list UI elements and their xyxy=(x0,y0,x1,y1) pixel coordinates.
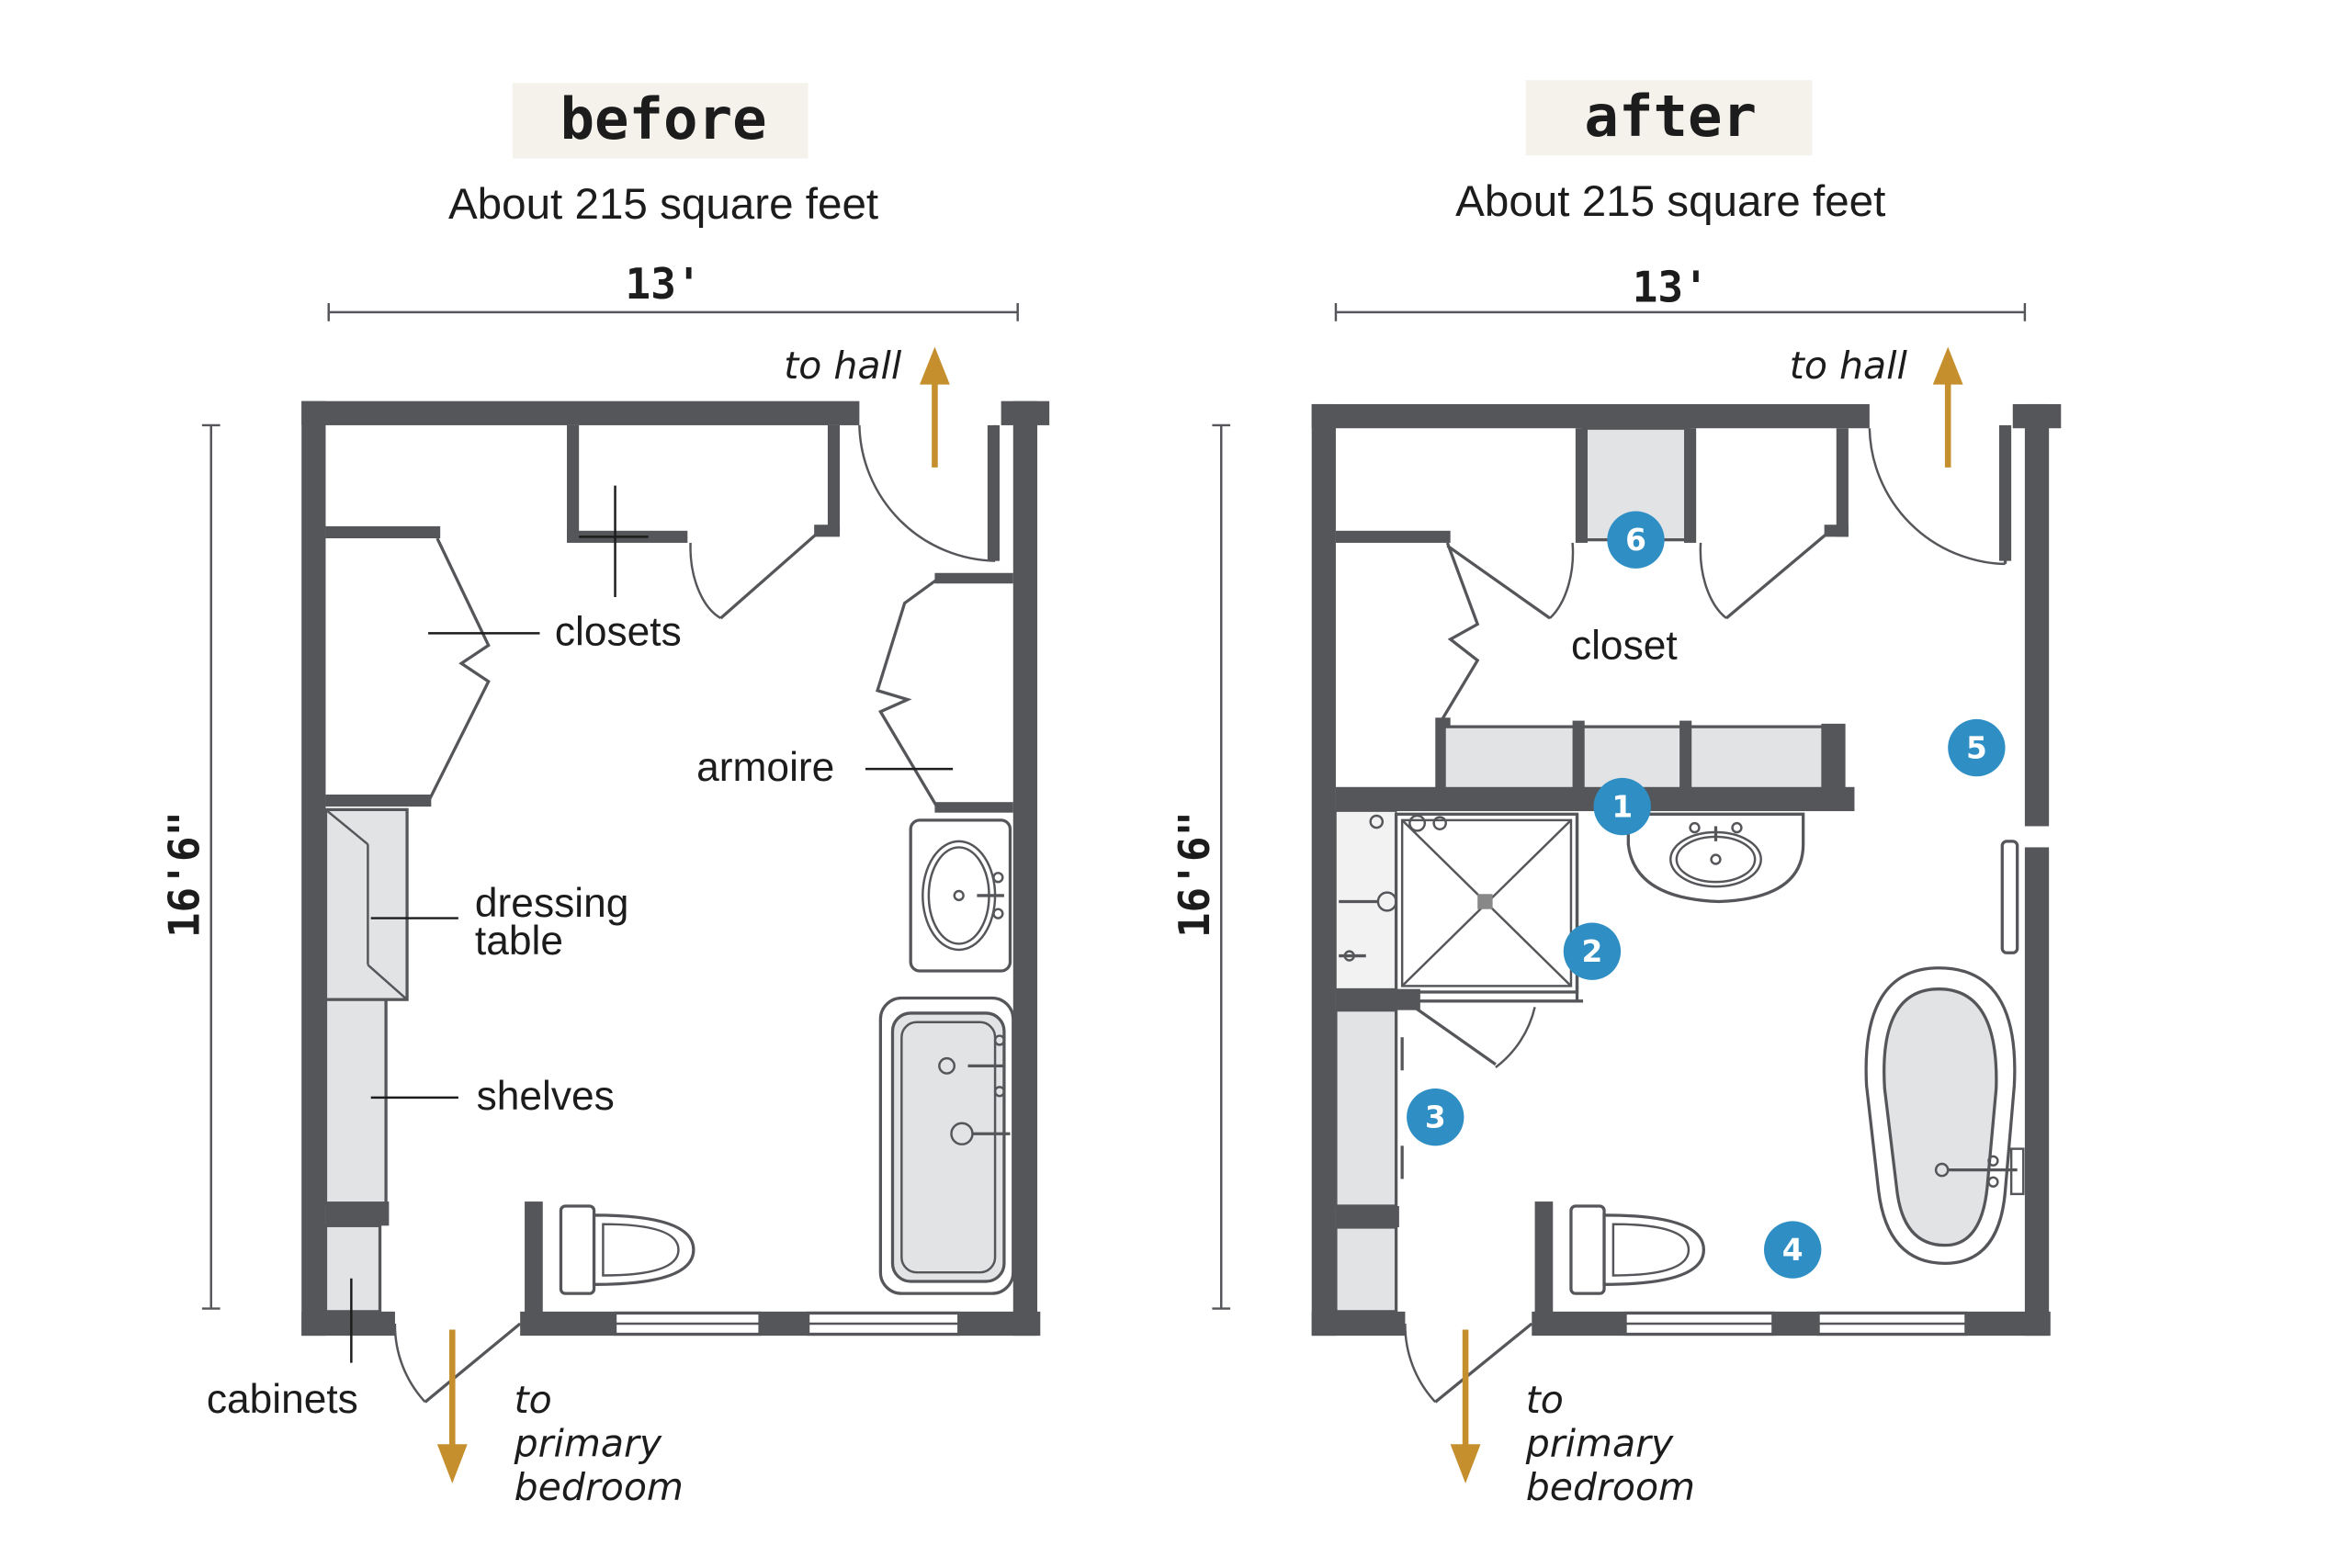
marker-4: 4 xyxy=(1764,1221,1822,1279)
before-cabinets-label: cabinets xyxy=(207,1377,358,1422)
after-closet-shelving xyxy=(1442,725,1826,792)
before-plan: before About 215 square feet 13' 16'6" xyxy=(160,83,1050,1509)
after-sink-icon xyxy=(1626,812,1805,904)
svg-text:5: 5 xyxy=(1966,731,1987,766)
after-to-primary-line-3: bedroom xyxy=(1526,1465,1695,1509)
after-wall-bottom xyxy=(1532,1311,2051,1337)
after-arrow-down-icon xyxy=(1450,1329,1481,1483)
before-to-hall: to hall xyxy=(784,344,902,388)
before-toilet-icon xyxy=(559,1204,695,1295)
after-cabinets xyxy=(1334,1225,1398,1314)
before-to-primary-line-1: to xyxy=(514,1378,552,1422)
before-wall-bottom xyxy=(520,1311,1041,1337)
before-hall-door-swing xyxy=(858,424,996,562)
before-shelves xyxy=(323,998,388,1206)
after-wall-top xyxy=(1311,403,1870,429)
after-plan: after About 215 square feet 13' 16'6" xyxy=(1170,80,2062,1509)
after-height-dimension: 16'6" xyxy=(1170,811,1219,938)
after-bathtub-icon xyxy=(1864,966,2025,1265)
before-width-dimension: 13' xyxy=(626,259,702,309)
before-bathtub-icon xyxy=(878,996,1015,1295)
marker-6: 6 xyxy=(1607,511,1665,569)
before-bedroom-door-swing xyxy=(393,1323,426,1404)
before-arrow-down-icon xyxy=(436,1329,468,1483)
after-to-hall: to hall xyxy=(1790,344,1908,388)
before-wall-left xyxy=(301,400,326,1337)
before-heading: before xyxy=(560,85,766,152)
after-to-primary-line-2: primary xyxy=(1525,1421,1674,1465)
before-to-primary-line-3: bedroom xyxy=(514,1465,684,1509)
after-heading-bg xyxy=(1525,80,1813,156)
after-shower-icon xyxy=(1335,810,1584,1003)
before-wall-right xyxy=(1012,400,1038,1337)
before-sink-icon xyxy=(909,818,1012,973)
before-armoire-label: armoire xyxy=(696,745,834,790)
marker-5: 5 xyxy=(1948,718,2006,777)
after-hall-door-swing xyxy=(1868,428,2006,566)
marker-1: 1 xyxy=(1593,777,1651,836)
after-wall-right xyxy=(2024,403,2050,827)
before-closets-label: closets xyxy=(555,610,682,655)
before-dressing-label-2: table xyxy=(475,919,563,964)
svg-text:3: 3 xyxy=(1425,1100,1446,1135)
before-arrow-up-icon xyxy=(920,346,950,468)
before-dressing-label-1: dressing xyxy=(475,881,628,926)
after-area: About 215 square feet xyxy=(1455,177,1885,226)
marker-2: 2 xyxy=(1563,922,1622,980)
before-wall-top xyxy=(301,400,860,425)
before-dressing-table xyxy=(323,807,409,1001)
marker-3: 3 xyxy=(1407,1088,1464,1146)
svg-text:4: 4 xyxy=(1782,1233,1804,1268)
after-arrow-up-icon xyxy=(1932,346,1963,468)
after-to-primary-line-1: to xyxy=(1526,1378,1564,1422)
after-bedroom-door-swing xyxy=(1404,1323,1437,1404)
before-height-dimension: 16'6" xyxy=(160,811,209,938)
before-to-primary-line-2: primary xyxy=(514,1421,662,1465)
before-area: About 215 square feet xyxy=(448,180,878,229)
before-heading-bg xyxy=(512,83,808,159)
after-toilet-icon xyxy=(1569,1204,1706,1295)
before-cabinets xyxy=(323,1224,382,1314)
after-wall-left xyxy=(1311,403,1336,1337)
svg-text:1: 1 xyxy=(1611,790,1633,825)
svg-text:6: 6 xyxy=(1625,523,1646,558)
after-closet-label: closet xyxy=(1571,623,1678,668)
before-shelves-label: shelves xyxy=(477,1074,615,1119)
after-heading: after xyxy=(1584,83,1757,150)
svg-text:2: 2 xyxy=(1582,934,1603,969)
after-built-in-cabinet xyxy=(1334,1009,1398,1208)
after-width-dimension: 13' xyxy=(1633,262,1709,311)
